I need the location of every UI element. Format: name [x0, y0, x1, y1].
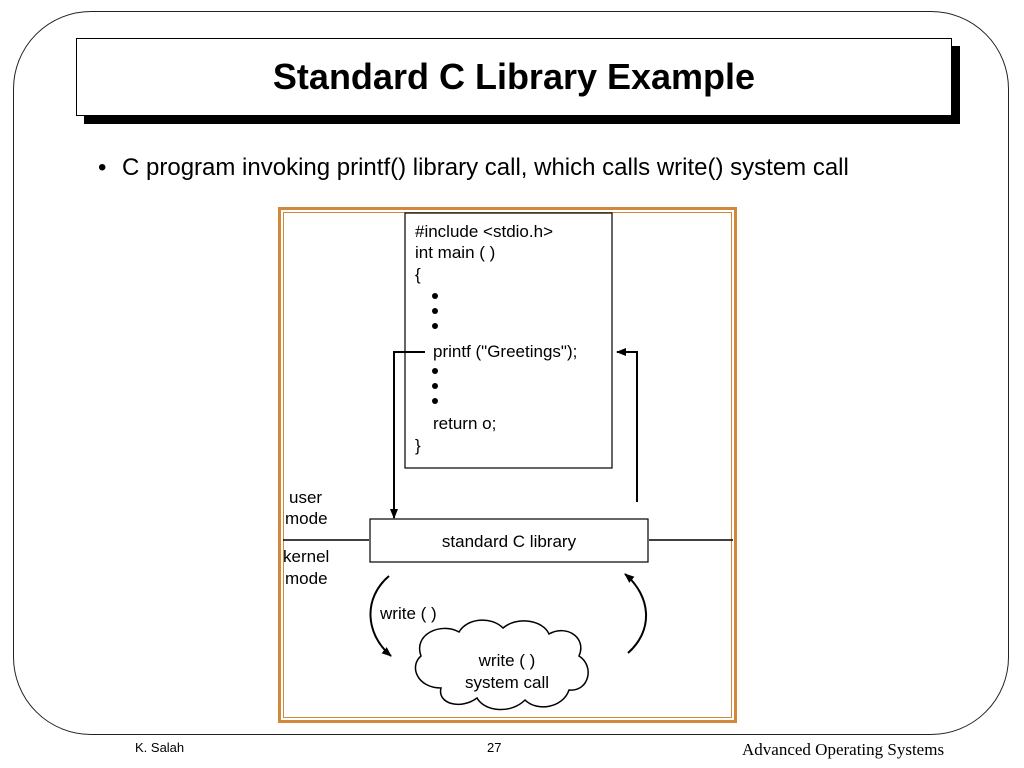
code-line-include: #include <stdio.h>	[415, 222, 553, 241]
ellipsis-dot	[432, 308, 438, 314]
code-box	[404, 212, 613, 469]
footer-course-title: Advanced Operating Systems	[742, 740, 945, 759]
user-mode-label-line1: user	[289, 488, 322, 507]
kernel-mode-label-line2: mode	[285, 569, 328, 588]
code-line-printf: printf ("Greetings");	[433, 342, 577, 361]
syscall-cloud	[414, 619, 589, 711]
code-line-return: return o;	[433, 414, 496, 433]
call-arrow	[390, 351, 425, 519]
ellipsis-dot	[432, 383, 438, 389]
write-call-arrow	[369, 575, 392, 657]
bullet-text: C program invoking printf() library call…	[122, 154, 849, 181]
footer-author: K. Salah	[135, 740, 185, 755]
diagram-figure: #include <stdio.h> int main ( ) { printf…	[278, 207, 737, 723]
syscall-label-line2: system call	[465, 673, 549, 692]
code-line-open-brace: {	[415, 265, 421, 284]
bullet-dot-icon: •	[98, 154, 107, 181]
slide-frame	[13, 11, 1009, 735]
diagram-svg: #include <stdio.h> int main ( ) { printf…	[283, 212, 733, 711]
kernel-mode-label-line1: kernel	[283, 547, 329, 566]
footer-page-number: 27	[487, 740, 502, 755]
code-line-close-brace: }	[415, 436, 421, 455]
code-line-main: int main ( )	[415, 243, 495, 262]
user-mode-label-line2: mode	[285, 509, 328, 528]
ellipsis-dot	[432, 293, 438, 299]
library-box	[369, 518, 649, 563]
bullet-item: • C program invoking printf() library ca…	[98, 153, 849, 183]
ellipsis-dot	[432, 368, 438, 374]
syscall-return-arrow	[624, 573, 648, 654]
title-box: Standard C Library Example	[76, 38, 952, 116]
library-label: standard C library	[442, 532, 577, 551]
ellipsis-dot	[432, 323, 438, 329]
slide-title: Standard C Library Example	[272, 56, 756, 97]
return-arrow	[616, 348, 638, 502]
write-call-label: write ( )	[379, 604, 437, 623]
ellipsis-dot	[432, 398, 438, 404]
syscall-label-line1: write ( )	[478, 651, 536, 670]
